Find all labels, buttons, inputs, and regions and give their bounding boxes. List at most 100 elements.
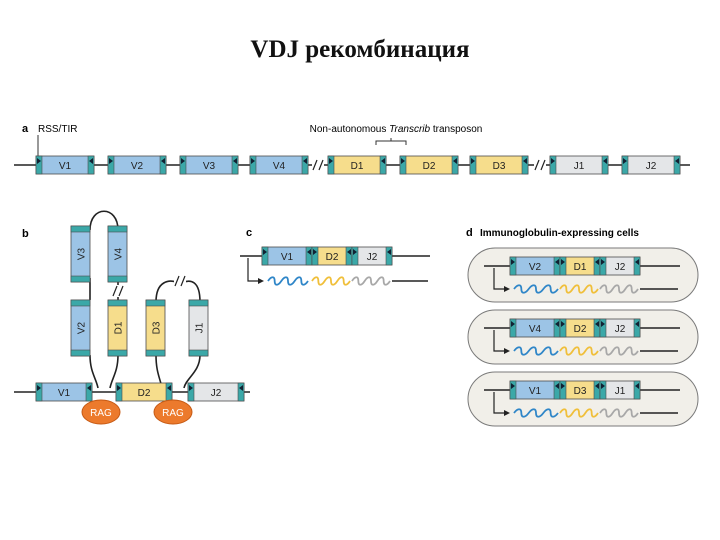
cell-2-segment-d2: D2 [559, 318, 601, 338]
panel-a-segment-d3: D3 [469, 155, 529, 175]
panel-a-segment-v3-tri-right [233, 158, 237, 164]
panel-a-break-2-gap [534, 159, 546, 171]
panel-a-segment-j2-rss-left [621, 155, 629, 175]
panel-b-segment-j1-rss-top [188, 299, 209, 307]
panel-a-segment-v3: V3 [179, 155, 239, 175]
panel-c-segment-j2-label: J2 [367, 252, 378, 263]
cell-2-segment-j2-label: J2 [615, 324, 626, 335]
cell-3-segment-v1-rss-left [509, 380, 517, 400]
panel-a-segment-d2-tri-right [453, 158, 457, 164]
panel-b-baseline-j2: J2 [187, 382, 245, 402]
panel-a-segment-d1: D1 [327, 155, 387, 175]
panel-a-segment-d3-tri-right [523, 158, 527, 164]
panel-a-segment-d2-rss-left [399, 155, 407, 175]
cell-1-wave-v [513, 284, 559, 294]
panel-a-segment-v2-tri-left [109, 158, 113, 164]
cell-2-segment-j2-tri-right [635, 321, 639, 327]
cell-3-segment-v1-rss-right [553, 380, 561, 400]
rag-protein-left: RAG [81, 399, 121, 425]
rss-label: RSS/TIR [38, 124, 77, 135]
transposon-bracket [375, 138, 407, 145]
panel-a-segment-j2-tri-left [623, 158, 627, 164]
panel-a-segment-v2-rss-left [107, 155, 115, 175]
cell-2-segment-j2-tri-left [601, 321, 605, 327]
panel-c-segment-d2-tri-left [313, 249, 317, 255]
cell-2-segment-j2-rss-left [599, 318, 607, 338]
cell-1-wave-d [559, 284, 599, 294]
panel-a-segment-d1-tri-right [381, 158, 385, 164]
panel-b-segment-v4: V4 [107, 225, 128, 283]
panel-b-segment-d1-rss-top [107, 299, 128, 307]
panel-a-segment-v2-rss-right [159, 155, 167, 175]
panel-b-segment-j1-rss-bottom [188, 349, 209, 357]
transposon-italic: Transcrib [389, 124, 430, 135]
cell-1-segment-v2-label: V2 [529, 262, 542, 273]
panel-a-segment-d2-tri-left [401, 158, 405, 164]
cell-3-segment-j1-tri-left [601, 383, 605, 389]
loop-right-down-2 [183, 354, 201, 389]
panel-d-title: Immunoglobulin-expressing cells [480, 228, 639, 239]
panel-a-segment-v4-tri-right [303, 158, 307, 164]
panel-b-baseline-d2-rss-right [165, 382, 173, 402]
panel-c-segment-v1-tri-right [307, 249, 311, 255]
panel-a-segment-d3-tri-left [471, 158, 475, 164]
cell-3-segment-d3-tri-right [595, 383, 599, 389]
panel-b-baseline-v1-tri-right [87, 385, 91, 391]
panel-b-break-loop [112, 285, 124, 297]
panel-b-baseline-v1-rss-left [35, 382, 43, 402]
panel-b-segment-v4-rss-top [107, 225, 128, 233]
cell-3-segment-j1-rss-right [633, 380, 641, 400]
cell-3-segment-v1-label: V1 [529, 386, 542, 397]
panel-a-segment-v1-rss-left [35, 155, 43, 175]
cell-2-segment-v4-rss-right [553, 318, 561, 338]
cell-1-arrowhead [504, 286, 510, 292]
panel-a-segment-v2-tri-right [161, 158, 165, 164]
panel-c-segment-j2-tri-right [387, 249, 391, 255]
panel-b-baseline-d2-tri-right [167, 385, 171, 391]
panel-b-baseline-d2-tri-left [117, 385, 121, 391]
cell-1-segment-d1-rss-right [593, 256, 601, 276]
cell-1-segment-d1-tri-left [561, 259, 565, 265]
cell-2-wave-v [513, 346, 559, 356]
cell-1-wave-j [599, 284, 639, 294]
panel-a-segment-v1-rss-right [87, 155, 95, 175]
panel-b-baseline-j2-tri-right [239, 385, 243, 391]
cell-1-segment-d1-tri-right [595, 259, 599, 265]
panel-a-segment-j2-label: J2 [646, 161, 657, 172]
panel-c-segment-v1-tri-left [263, 249, 267, 255]
cell-2-arrowhead [504, 348, 510, 354]
panel-a-segment-j2: J2 [621, 155, 681, 175]
panel-b-baseline-v1-label: V1 [58, 388, 71, 399]
panel-a-segment-v3-rss-left [179, 155, 187, 175]
panel-c-segment-d2-tri-right [347, 249, 351, 255]
panel-b-segment-v3: V3 [70, 225, 91, 283]
cell-2-segment-j2-rss-right [633, 318, 641, 338]
panel-b-segment-d3-rss-top [145, 299, 166, 307]
panel-b-baseline-d2-rss-left [115, 382, 123, 402]
cell-2-segment-j2: J2 [599, 318, 641, 338]
panel-b-baseline-d2: D2 [115, 382, 173, 402]
loop-left-down-2 [109, 354, 119, 389]
cell-1-segment-d1: D1 [559, 256, 601, 276]
panel-b-letter: b [22, 228, 29, 240]
panel-a-segment-j1-tri-left [551, 158, 555, 164]
panel-a-segment-v2: V2 [107, 155, 167, 175]
panel-c-segment-d2-rss-right [345, 246, 353, 266]
panel-a-segment-j2-tri-right [675, 158, 679, 164]
panel-a-segment-j1-tri-right [603, 158, 607, 164]
cell-3-segment-j1: J1 [599, 380, 641, 400]
cell-3-segment-v1: V1 [509, 380, 561, 400]
panel-b-baseline-j2-rss-right [237, 382, 245, 402]
panel-b-baseline-v1-tri-left [37, 385, 41, 391]
panel-a-segment-j1-rss-right [601, 155, 609, 175]
panel-a-break-2 [534, 159, 546, 171]
cell-2-wave-j [599, 346, 639, 356]
panel-a-letter: a [22, 123, 29, 135]
cell-2-segment-d2-tri-left [561, 321, 565, 327]
panel-c-segment-j2-tri-left [353, 249, 357, 255]
panel-a-segment-v4-tri-left [251, 158, 255, 164]
